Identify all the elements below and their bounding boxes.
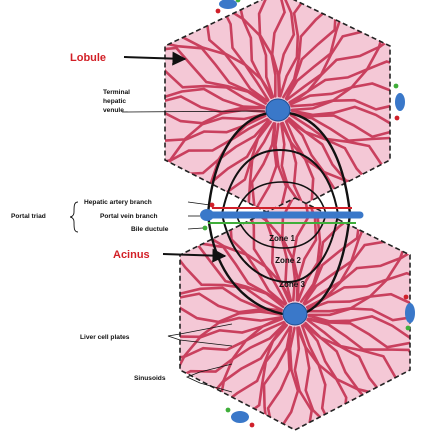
liver-cell-plate [240, 122, 276, 218]
lower-central-vein [282, 302, 308, 326]
hepatic-artery-branch-label: Hepatic artery branch [84, 199, 152, 206]
vertex-portal-triads [200, 0, 415, 428]
thv-line-1: Terminal [103, 89, 130, 96]
portal-triad-top [215, 0, 241, 14]
portal-triad-mid-left [200, 202, 215, 231]
liver-cell-plate [180, 304, 283, 324]
liver-cell-plate [280, 122, 325, 218]
liver-cell-plate [180, 320, 285, 383]
portal-triad-brace [69, 201, 79, 233]
portal-triad-label: Portal triad [11, 213, 46, 220]
liver-cell-plate [280, 122, 303, 218]
liver-cell-plate [266, 326, 293, 430]
hepatic-artery-leader [187, 201, 211, 206]
liver-cell-plate [290, 85, 390, 112]
terminal-hepatic-venule-label: Terminal hepatic venule [103, 89, 130, 114]
liver-cell-plate [212, 122, 276, 218]
liver-cell-plate [290, 112, 390, 139]
portal-triad-upper-right [393, 83, 405, 121]
liver-cell-plate [165, 108, 266, 125]
liver-cell-plate [277, 0, 296, 98]
liver-cell-plate [257, 0, 277, 98]
liver-cell-plates-label: Liver cell plates [80, 334, 130, 341]
lobule-arrow [123, 51, 187, 66]
liver-cell-plate [276, 326, 300, 430]
upper-lobule [164, 0, 391, 219]
thv-line-3: venule [103, 107, 124, 114]
liver-cell-plate [306, 317, 410, 349]
sinusoids-label: Sinusoids [134, 375, 166, 382]
liver-cell-plate [180, 316, 283, 362]
acinus-arrow [162, 248, 227, 263]
liver-cell-plate [289, 33, 390, 106]
liver-cell-plates-leader [167, 323, 233, 347]
upper-central-vein [265, 98, 291, 122]
liver-cell-plate [180, 277, 283, 312]
portal-triad-lower-right [403, 294, 415, 331]
liver-cell-plate [307, 292, 410, 313]
liver-cell-plate [165, 113, 266, 167]
thv-leader [121, 110, 266, 113]
thv-line-2: hepatic [103, 98, 126, 105]
bile-ductule-leader [187, 227, 204, 230]
acinus-label: Acinus [113, 249, 150, 261]
liver-cell-plate [165, 40, 269, 103]
portal-vein-branch-label: Portal vein branch [100, 213, 158, 220]
liver-cell-plate [180, 247, 283, 312]
liver-cell-plate [165, 83, 266, 109]
lobule-label: Lobule [70, 52, 106, 64]
central-veins [265, 98, 308, 326]
liver-cell-plate [290, 82, 390, 108]
bile-ductule-label: Bile ductule [131, 226, 169, 233]
liver-cell-plate [306, 246, 410, 311]
sinusoids-leader [185, 363, 233, 393]
liver-cell-plate [279, 0, 327, 98]
zone-3-label: Zone 3 [279, 280, 305, 289]
zone-1-label: Zone 1 [269, 234, 295, 243]
liver-cell-plate [268, 122, 288, 218]
liver-cell-plate [307, 299, 410, 322]
liver-cell-plate [280, 198, 297, 302]
liver-cell-plate [293, 326, 314, 430]
liver-cell-plate [256, 122, 278, 218]
zone-2-label: Zone 2 [275, 256, 301, 265]
portal-triad-vessels [201, 207, 364, 224]
portal-triad-bottom-left [225, 407, 255, 428]
